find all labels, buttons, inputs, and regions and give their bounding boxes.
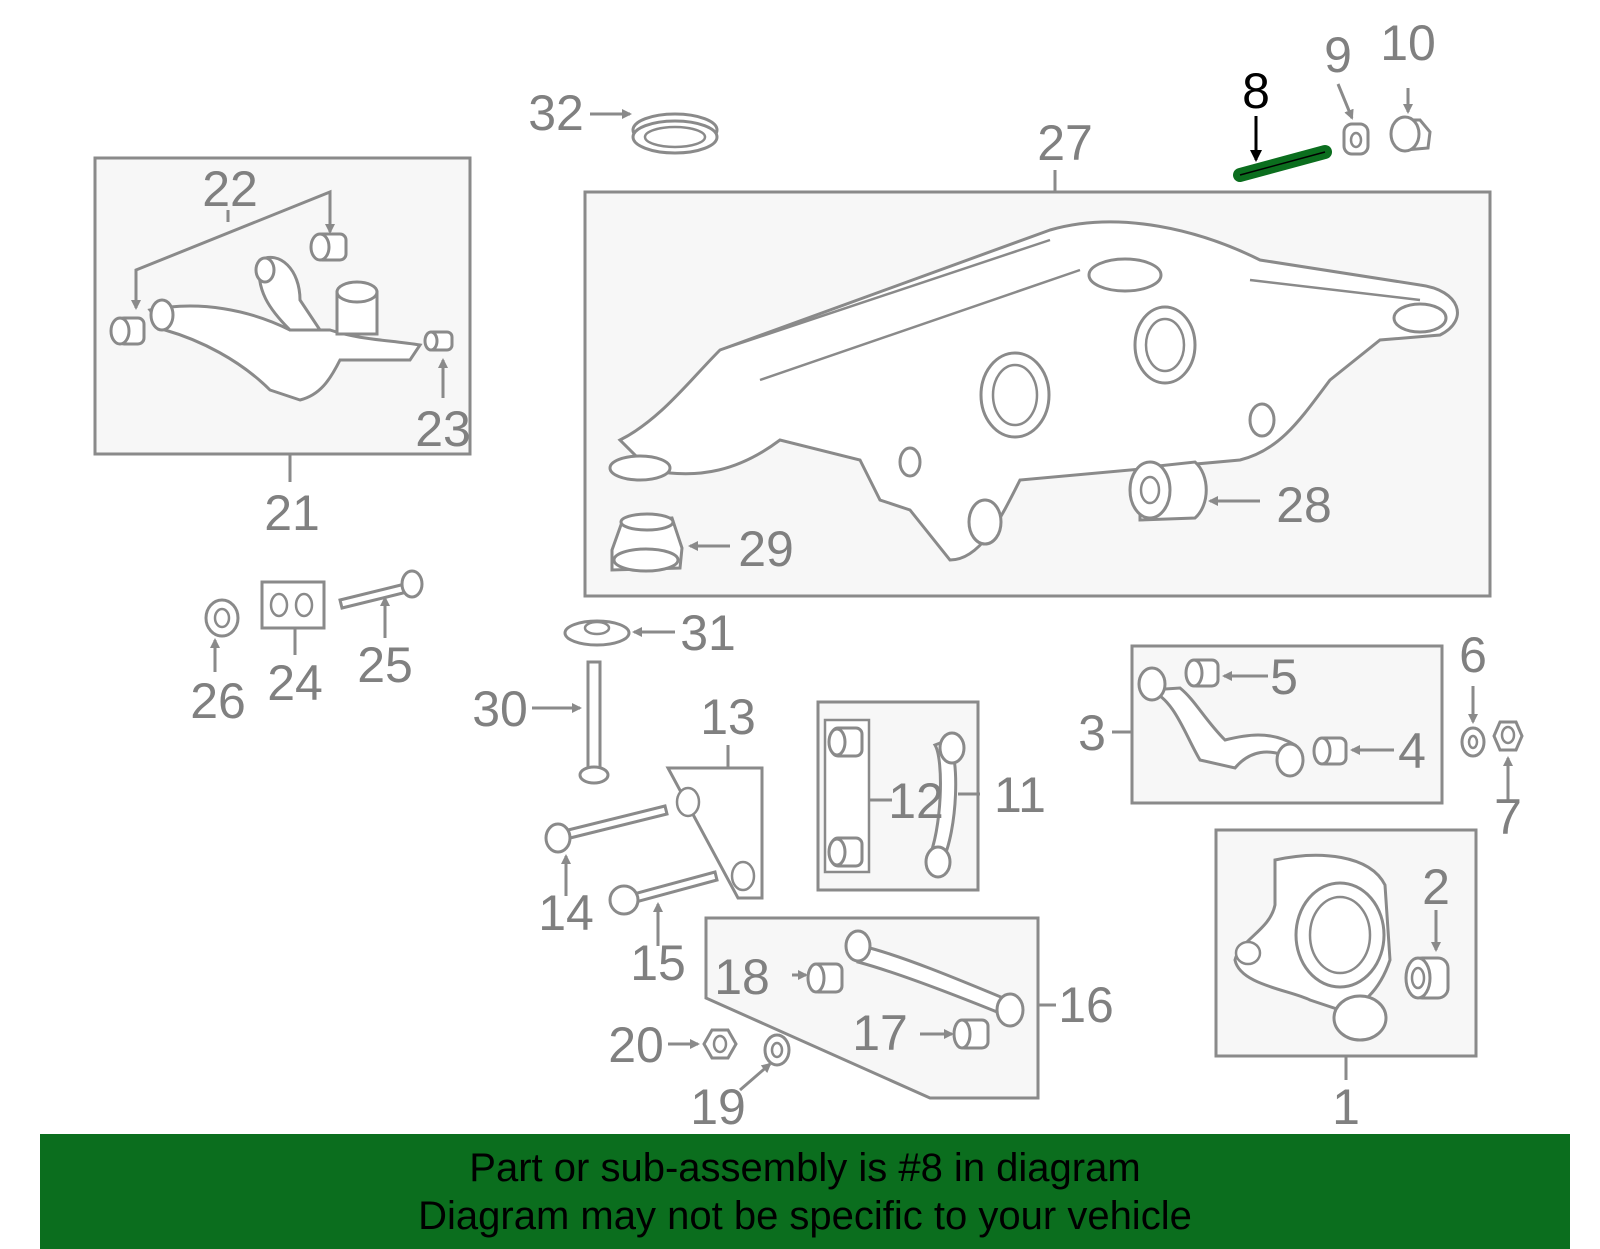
label-9: 9 (1324, 27, 1352, 83)
label-16: 16 (1058, 977, 1114, 1033)
label-21: 21 (264, 485, 320, 541)
part-8-highlighted (1233, 116, 1332, 182)
part-30-bolt (532, 660, 610, 785)
part-9-nut (1336, 83, 1370, 156)
label-13: 13 (700, 689, 756, 745)
box-knuckle-1 (1214, 828, 1478, 1080)
label-27: 27 (1037, 115, 1093, 171)
label-23: 23 (415, 401, 471, 457)
part-31-washer (563, 619, 675, 647)
part-32-ring (590, 109, 719, 155)
label-6: 6 (1459, 627, 1487, 683)
part-7-nut (1492, 720, 1524, 802)
label-8-highlighted: 8 (1242, 63, 1270, 119)
bushing-23 (423, 330, 454, 352)
label-20: 20 (608, 1017, 664, 1073)
bushing-5 (1184, 658, 1220, 688)
banner-line-1: Part or sub-assembly is #8 in diagram (469, 1146, 1141, 1190)
label-28: 28 (1276, 477, 1332, 533)
bushing-17 (952, 1018, 990, 1050)
part-19-washer (739, 1033, 791, 1092)
box-subframe (583, 170, 1492, 598)
label-4: 4 (1398, 723, 1426, 779)
label-30: 30 (472, 681, 528, 737)
mount-28 (1128, 460, 1208, 522)
label-26: 26 (190, 673, 246, 729)
part-15-bolt (608, 870, 719, 946)
label-19: 19 (690, 1079, 746, 1135)
label-17: 17 (852, 1005, 908, 1061)
label-22: 22 (202, 161, 258, 217)
banner-line-2: Diagram may not be specific to your vehi… (418, 1194, 1192, 1238)
label-2: 2 (1422, 859, 1450, 915)
box-link-16 (704, 916, 1056, 1100)
part-24-plate (260, 580, 326, 655)
label-18: 18 (714, 949, 770, 1005)
bushing-22a (109, 316, 146, 346)
part-20-nut (668, 1028, 738, 1060)
bushing-22b (309, 232, 348, 262)
label-31: 31 (680, 605, 736, 661)
label-25: 25 (357, 637, 413, 693)
bushing-4 (1312, 736, 1348, 766)
label-3: 3 (1078, 705, 1106, 761)
bushing-18 (806, 962, 844, 994)
label-10: 10 (1380, 15, 1436, 71)
box-lower-control-arm (93, 156, 472, 482)
part-13-bracket (665, 745, 764, 900)
box-upper-arm-3 (1112, 644, 1444, 805)
part-6-washer (1460, 686, 1486, 758)
bushing-2 (1404, 956, 1450, 1000)
label-15: 15 (630, 935, 686, 991)
label-32: 32 (528, 85, 584, 141)
label-11: 11 (994, 767, 1046, 823)
label-14: 14 (538, 885, 594, 941)
info-banner: Part or sub-assembly is #8 in diagram Di… (40, 1134, 1570, 1249)
label-24: 24 (267, 655, 323, 711)
label-29: 29 (738, 521, 794, 577)
mount-29 (610, 512, 684, 573)
label-12: 12 (888, 773, 944, 829)
box-links-11-12 (816, 700, 980, 892)
label-7: 7 (1494, 789, 1522, 845)
label-1: 1 (1332, 1079, 1360, 1135)
part-14-bolt (544, 804, 669, 896)
label-5: 5 (1270, 649, 1298, 705)
part-26-nut (204, 598, 240, 672)
part-10-nut (1389, 88, 1432, 153)
part-25-bolt (338, 569, 424, 638)
